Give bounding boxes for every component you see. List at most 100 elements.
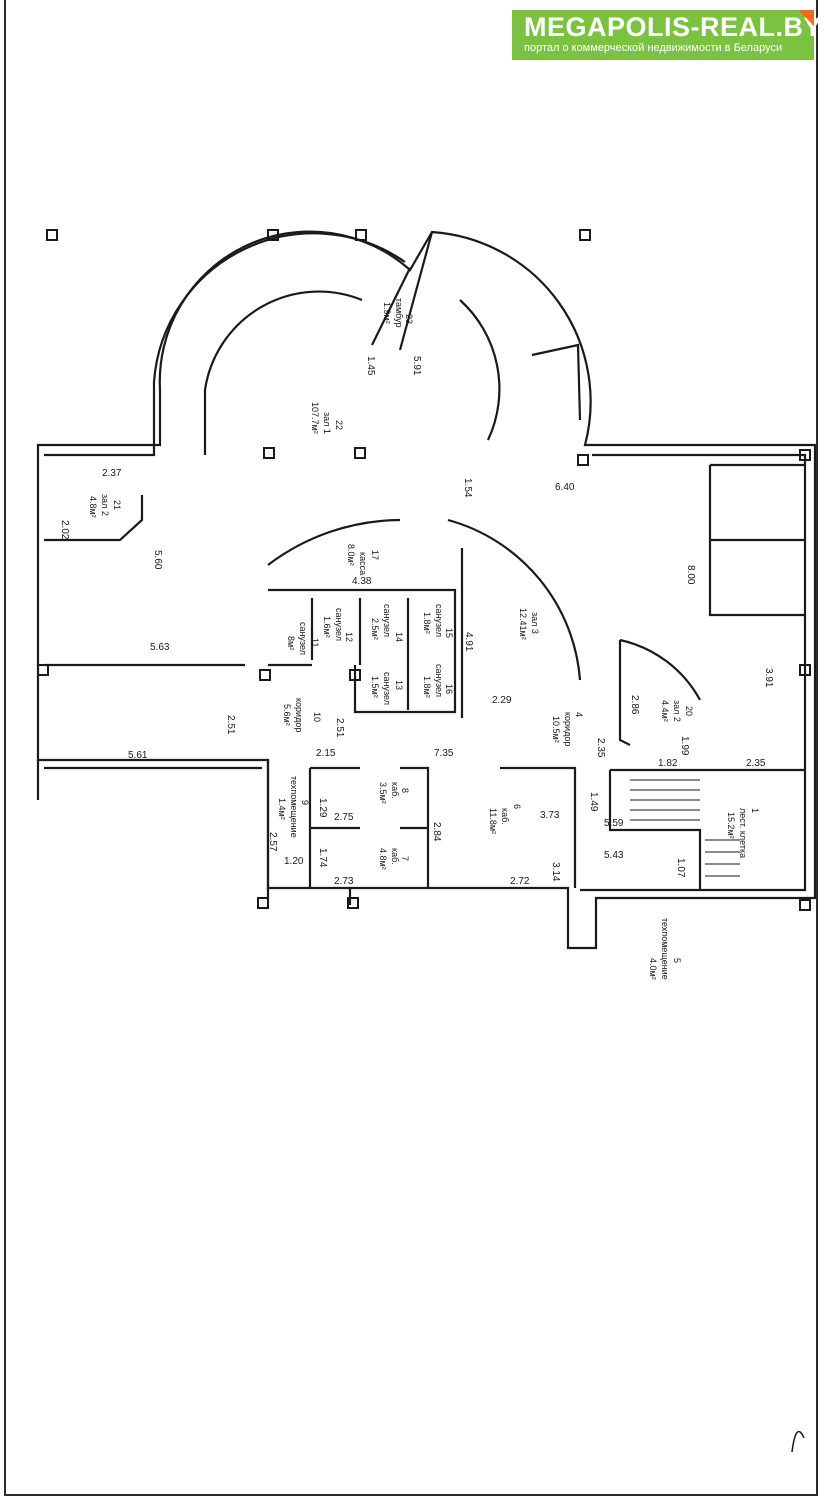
sanitary-partitions [268, 598, 410, 710]
dim-33: 2.73 [334, 876, 354, 887]
room-17-area: 8.0м² [346, 544, 356, 566]
room-21-number: 21 [112, 500, 122, 510]
room-22-number: 22 [334, 420, 344, 430]
site-logo-title: MEGAPOLIS-REAL.BY [524, 12, 823, 42]
room-8-area: 3.5м² [378, 782, 388, 804]
room-11-area: 8м² [286, 636, 296, 650]
room-21-area: 4.8м² [88, 496, 98, 518]
dim-19: 7.35 [434, 748, 454, 759]
dim-26: 1.07 [675, 858, 686, 878]
dim-18: 2.86 [629, 695, 640, 715]
columns [37, 229, 811, 911]
dim-27: 2.51 [334, 718, 345, 738]
room-13-name: санузел [382, 672, 392, 705]
room-11-number: 11 [310, 638, 320, 647]
room-20-wall [618, 638, 701, 746]
dim-10: 3.91 [763, 668, 774, 688]
dim-21: 1.49 [588, 792, 599, 812]
room-9-number: 9 [300, 800, 310, 805]
room-12-name: санузел [334, 608, 344, 641]
lower-offices [308, 766, 430, 888]
room-13-number: 13 [394, 680, 404, 690]
dim-7: 1.54 [462, 478, 473, 498]
room-16-name: санузел [434, 664, 444, 697]
room-17-number: 17 [370, 550, 380, 560]
tech-room-9 [266, 760, 352, 905]
right-rooms [708, 463, 805, 617]
dim-8: 6.40 [555, 482, 575, 493]
vestibule-wall [371, 267, 411, 346]
dim-1: 2.37 [102, 468, 122, 479]
dim-15: 1.82 [658, 758, 678, 769]
dim-37: 5.91 [411, 356, 422, 376]
page-frame [4, 0, 818, 1496]
dim-24: 3.14 [550, 862, 561, 882]
room-3-area: 12.41м² [518, 608, 528, 640]
dim-29: 2.75 [334, 812, 354, 823]
office-6-wall [500, 766, 577, 888]
room-6-number: 6 [512, 804, 522, 809]
room-22-area: 107.7м² [310, 402, 320, 434]
room-4-area: 10.5м² [551, 716, 561, 743]
room-1-number: 1 [750, 808, 760, 813]
room-23-area: 1.9м² [382, 302, 392, 324]
dim-17: 2.35 [746, 758, 766, 769]
room-15-name: санузел [434, 604, 444, 637]
room-8-number: 8 [400, 788, 410, 793]
room-20-number: 20 [684, 706, 694, 716]
dim-9: 8.00 [685, 565, 696, 585]
dim-11: 4.38 [352, 576, 372, 587]
hall3-arc [447, 518, 582, 681]
dim-23: 5.43 [604, 850, 624, 861]
room-14-name: санузел [382, 604, 392, 637]
room-10-area: 5.6м² [282, 704, 292, 726]
dim-6: 5.61 [128, 750, 148, 761]
room-12-number: 12 [344, 632, 354, 642]
room-8-name: каб. [390, 782, 400, 799]
stair-inner-arc-right [459, 299, 501, 441]
dim-13: 2.29 [492, 695, 512, 706]
room-20-area: 4.4м² [660, 700, 670, 722]
dim-14: 2.35 [595, 738, 606, 758]
dim-35: 1.20 [284, 856, 304, 867]
dim-2: 2.02 [59, 520, 70, 540]
room-3-name: зал 3 [530, 612, 540, 634]
dim-32: 1.74 [317, 848, 328, 868]
room-11-name: санузел [298, 622, 308, 655]
dim-20: 3.73 [540, 810, 560, 821]
room-5-number: 5 [672, 958, 682, 963]
kassa-arc [267, 518, 401, 566]
stairwell-wall [608, 770, 702, 890]
stair-treads [630, 779, 740, 877]
room-5-name: техпомещение [660, 918, 670, 980]
room-16-area: 1.8м² [422, 676, 432, 698]
room-20-name: зал 2 [672, 700, 682, 722]
scan-mark [791, 1430, 805, 1453]
dim-34: 2.57 [267, 832, 278, 852]
room-10-number: 10 [312, 712, 322, 722]
room-9-name: техпомещение [289, 776, 299, 838]
dim-3: 5.60 [152, 550, 163, 570]
site-logo-banner[interactable]: MEGAPOLIS-REAL.BY портал о коммерческой … [512, 10, 823, 60]
room-1-area: 15.2м² [726, 812, 736, 839]
dim-12: 4.91 [463, 632, 474, 652]
dim-5: 2.51 [225, 715, 236, 735]
room-22-name: зал 1 [322, 412, 332, 434]
room-12-area: 1.6м² [322, 616, 332, 638]
room-7-name: каб. [390, 848, 400, 865]
site-logo-tagline: портал о коммерческой недвижимости в Бел… [524, 42, 783, 54]
room-16-number: 16 [444, 684, 454, 694]
room-15-number: 15 [444, 628, 454, 638]
room-15-area: 1.8м² [422, 612, 432, 634]
outer-wall-inner-right [580, 453, 807, 892]
room-7-area: 4.8м² [378, 848, 388, 870]
dim-22: 5.59 [604, 818, 624, 829]
room-5-area: 4.0м² [648, 958, 658, 980]
sanitary-block [268, 588, 457, 714]
dim-30: 1.29 [317, 798, 328, 818]
outer-wall-inner-left [44, 232, 406, 457]
dim-4: 5.63 [150, 642, 170, 653]
room-6-area: 11.8м² [488, 808, 498, 834]
room-14-area: 2.5м² [370, 618, 380, 640]
